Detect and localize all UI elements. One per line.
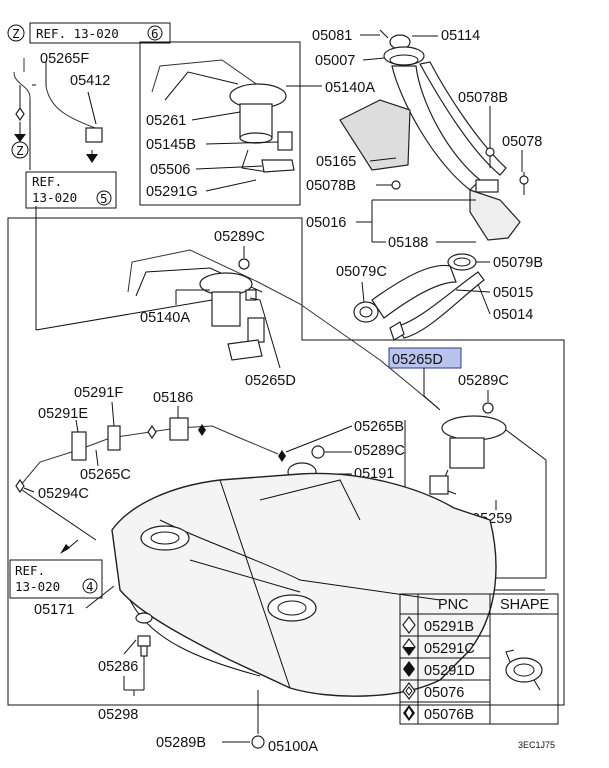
label-05081: 05081 xyxy=(312,28,352,44)
pump-inset-frame xyxy=(139,41,301,206)
label-05289B: 05289B xyxy=(156,735,206,751)
label-05265F: 05265F xyxy=(40,51,89,67)
legend-header-shape: SHAPE xyxy=(500,597,549,613)
legend-table: PNC SHAPE 05291B 05291C 05291D 05076 050… xyxy=(399,593,559,725)
label-05265B: 05265B xyxy=(354,419,404,435)
legend-header-pnc: PNC xyxy=(438,597,469,613)
label-05265C: 05265C xyxy=(80,467,131,483)
label-05079B: 05079B xyxy=(493,255,543,271)
label-05078B-mid: 05078B xyxy=(306,178,356,194)
z-marker-top: Z xyxy=(12,26,20,41)
diamond-half-icon xyxy=(402,638,416,656)
ref-bottom-num: 4 xyxy=(86,579,94,594)
legend-pnc-0: 05291B xyxy=(424,619,474,635)
label-05291G: 05291G xyxy=(146,184,198,200)
label-05261: 05261 xyxy=(146,113,186,129)
diamond-double-icon xyxy=(402,682,416,700)
label-05100A: 05100A xyxy=(268,739,318,755)
fuel-pump-inset xyxy=(151,59,295,173)
label-05506: 05506 xyxy=(150,162,190,178)
ref-top-text: REF. 13-020 xyxy=(36,26,119,41)
drain-plug xyxy=(135,612,153,657)
label-05412: 05412 xyxy=(70,73,110,89)
ref-mid-num: 5 xyxy=(100,191,108,206)
diamond-dark-half-icon xyxy=(403,705,415,721)
diamond-outline-icon xyxy=(402,616,416,634)
z-marker-left: Z xyxy=(16,143,24,158)
legend-pnc-4: 05076B xyxy=(424,707,474,723)
label-05114: 05114 xyxy=(441,28,480,44)
label-05286: 05286 xyxy=(98,659,138,675)
label-05265D: 05265D xyxy=(245,373,296,389)
label-05298: 05298 xyxy=(98,707,138,723)
label-05265D-highlight: 05265D xyxy=(392,352,443,368)
ref-mid-left[interactable]: REF. 13-020 5 xyxy=(25,171,117,209)
label-05145B: 05145B xyxy=(146,137,196,153)
label-05140A-mid: 05140A xyxy=(140,310,190,326)
label-05016: 05016 xyxy=(306,215,346,231)
label-05289C-right: 05289C xyxy=(458,373,509,389)
ref-top[interactable]: Z REF. 13-020 6 xyxy=(7,22,171,44)
label-05015: 05015 xyxy=(493,285,533,301)
legend-pnc-2: 05291D xyxy=(424,663,475,679)
label-05294C: 05294C xyxy=(38,486,89,502)
filler-hoses xyxy=(353,253,485,341)
label-05289C-top: 05289C xyxy=(214,229,265,245)
label-05078: 05078 xyxy=(502,134,542,150)
filler-neck xyxy=(339,29,529,241)
outer-frame xyxy=(7,217,565,706)
label-05171: 05171 xyxy=(34,602,74,618)
diamond-solid-icon xyxy=(403,661,415,677)
label-05188: 05188 xyxy=(388,235,428,251)
legend-pnc-3: 05076 xyxy=(424,685,464,701)
diagram-code: 3EC1J75 xyxy=(518,740,555,750)
label-05186: 05186 xyxy=(153,390,193,406)
label-05079C: 05079C xyxy=(336,264,387,280)
ref-bottom-left[interactable]: REF. 13-020 4 xyxy=(9,559,103,599)
left-fuel-lines xyxy=(15,417,286,494)
label-05007: 05007 xyxy=(315,53,355,69)
label-05140A-top: 05140A xyxy=(325,80,375,96)
ref-bottom-line2: 13-020 xyxy=(15,579,60,594)
ref-mid-line2: 13-020 xyxy=(32,190,77,205)
main-pump-assembly xyxy=(127,249,439,409)
label-05291F: 05291F xyxy=(74,385,123,401)
highlight-05265D[interactable]: 05265D xyxy=(388,347,462,369)
ref-top-num: 6 xyxy=(151,26,159,41)
label-05291E: 05291E xyxy=(38,406,88,422)
label-05078B-top: 05078B xyxy=(458,90,508,106)
label-05289C-center: 05289C xyxy=(354,443,405,459)
label-05165: 05165 xyxy=(316,154,356,170)
hose-05412-detail: Z xyxy=(11,58,103,163)
ref-bottom-line1: REF. xyxy=(15,563,45,578)
clamp-shape-icon xyxy=(505,649,543,691)
legend-pnc-1: 05291C xyxy=(424,641,475,657)
ref-mid-line1: REF. xyxy=(32,174,62,189)
label-05014: 05014 xyxy=(493,307,533,323)
